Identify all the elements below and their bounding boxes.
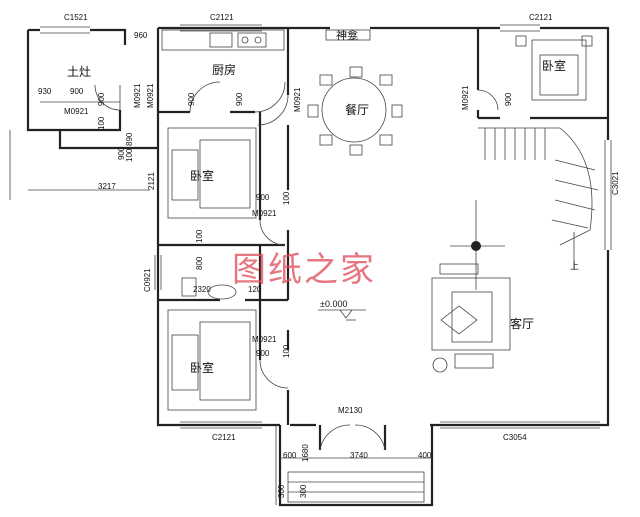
dim-100-e: 100 — [282, 344, 291, 358]
stair-up-label: 上 — [570, 261, 580, 271]
code-c2121-top: C2121 — [210, 13, 234, 22]
code-c2121-ne: C2121 — [529, 13, 553, 22]
column-marker — [471, 241, 481, 251]
dim-300-a: 300 — [277, 484, 286, 498]
code-m0921-c: M0921 — [293, 87, 302, 112]
room-label-shrine: 神龛 — [336, 29, 358, 42]
dim-2121: 2121 — [147, 172, 156, 190]
dim-900-d: 900 — [235, 92, 244, 106]
code-m2130: M2130 — [338, 406, 363, 415]
room-label-bedroom-w2: 卧室 — [190, 361, 215, 375]
dim-100-d: 100 — [195, 229, 204, 243]
elevation-mark: ±0.000 — [320, 299, 348, 309]
code-c1521: C1521 — [64, 13, 88, 22]
dim-900-c: 900 — [187, 92, 196, 106]
code-c3021: C3021 — [611, 171, 620, 195]
dim-2320: 2320 — [193, 285, 211, 294]
walls — [26, 26, 610, 507]
dim-890: 890 — [125, 132, 134, 146]
code-m0921-a: M0921 — [133, 83, 142, 108]
dim-900-e: 900 — [504, 92, 513, 106]
room-label-dining: 餐厅 — [345, 103, 370, 117]
dim-100-c: 100 — [282, 191, 291, 205]
room-label-living: 客厅 — [510, 317, 535, 331]
code-m0921-f: M0921 — [252, 335, 277, 344]
rug-pattern — [440, 305, 478, 335]
code-m0921-stove: M0921 — [64, 107, 89, 116]
room-label-bedroom-ne: 卧室 — [542, 59, 567, 73]
dim-900-g: 900 — [256, 193, 270, 202]
dim-1680: 1680 — [301, 444, 310, 462]
dim-300-b: 300 — [299, 484, 308, 498]
dim-120: 120 — [248, 285, 262, 294]
dim-900-a: 900 — [70, 87, 84, 96]
dim-400: 400 — [418, 451, 432, 460]
dim-100-b: 100 — [125, 148, 134, 162]
room-label-stove: 土灶 — [67, 65, 92, 79]
dim-930: 930 — [38, 87, 52, 96]
code-c0921: C0921 — [143, 268, 152, 292]
dim-100-a: 100 — [97, 116, 106, 130]
thin-lines — [9, 24, 612, 505]
room-label-kitchen: 厨房 — [212, 63, 237, 77]
dim-3217: 3217 — [98, 182, 116, 191]
code-m0921-b: M0921 — [146, 83, 155, 108]
dim-800: 800 — [195, 256, 204, 270]
code-c3054: C3054 — [503, 433, 527, 442]
dim-3740: 3740 — [350, 451, 368, 460]
dim-900-h: 900 — [256, 349, 270, 358]
watermark: 图纸之家 — [232, 250, 376, 290]
dim-600: 600 — [283, 451, 297, 460]
code-m0921-d: M0921 — [461, 85, 470, 110]
code-m0921-e: M0921 — [252, 209, 277, 218]
code-c2121-bottom: C2121 — [212, 433, 236, 442]
room-label-bedroom-w1: 卧室 — [190, 169, 215, 183]
dim-900-b: 900 — [97, 92, 106, 106]
dim-960: 960 — [134, 31, 148, 40]
